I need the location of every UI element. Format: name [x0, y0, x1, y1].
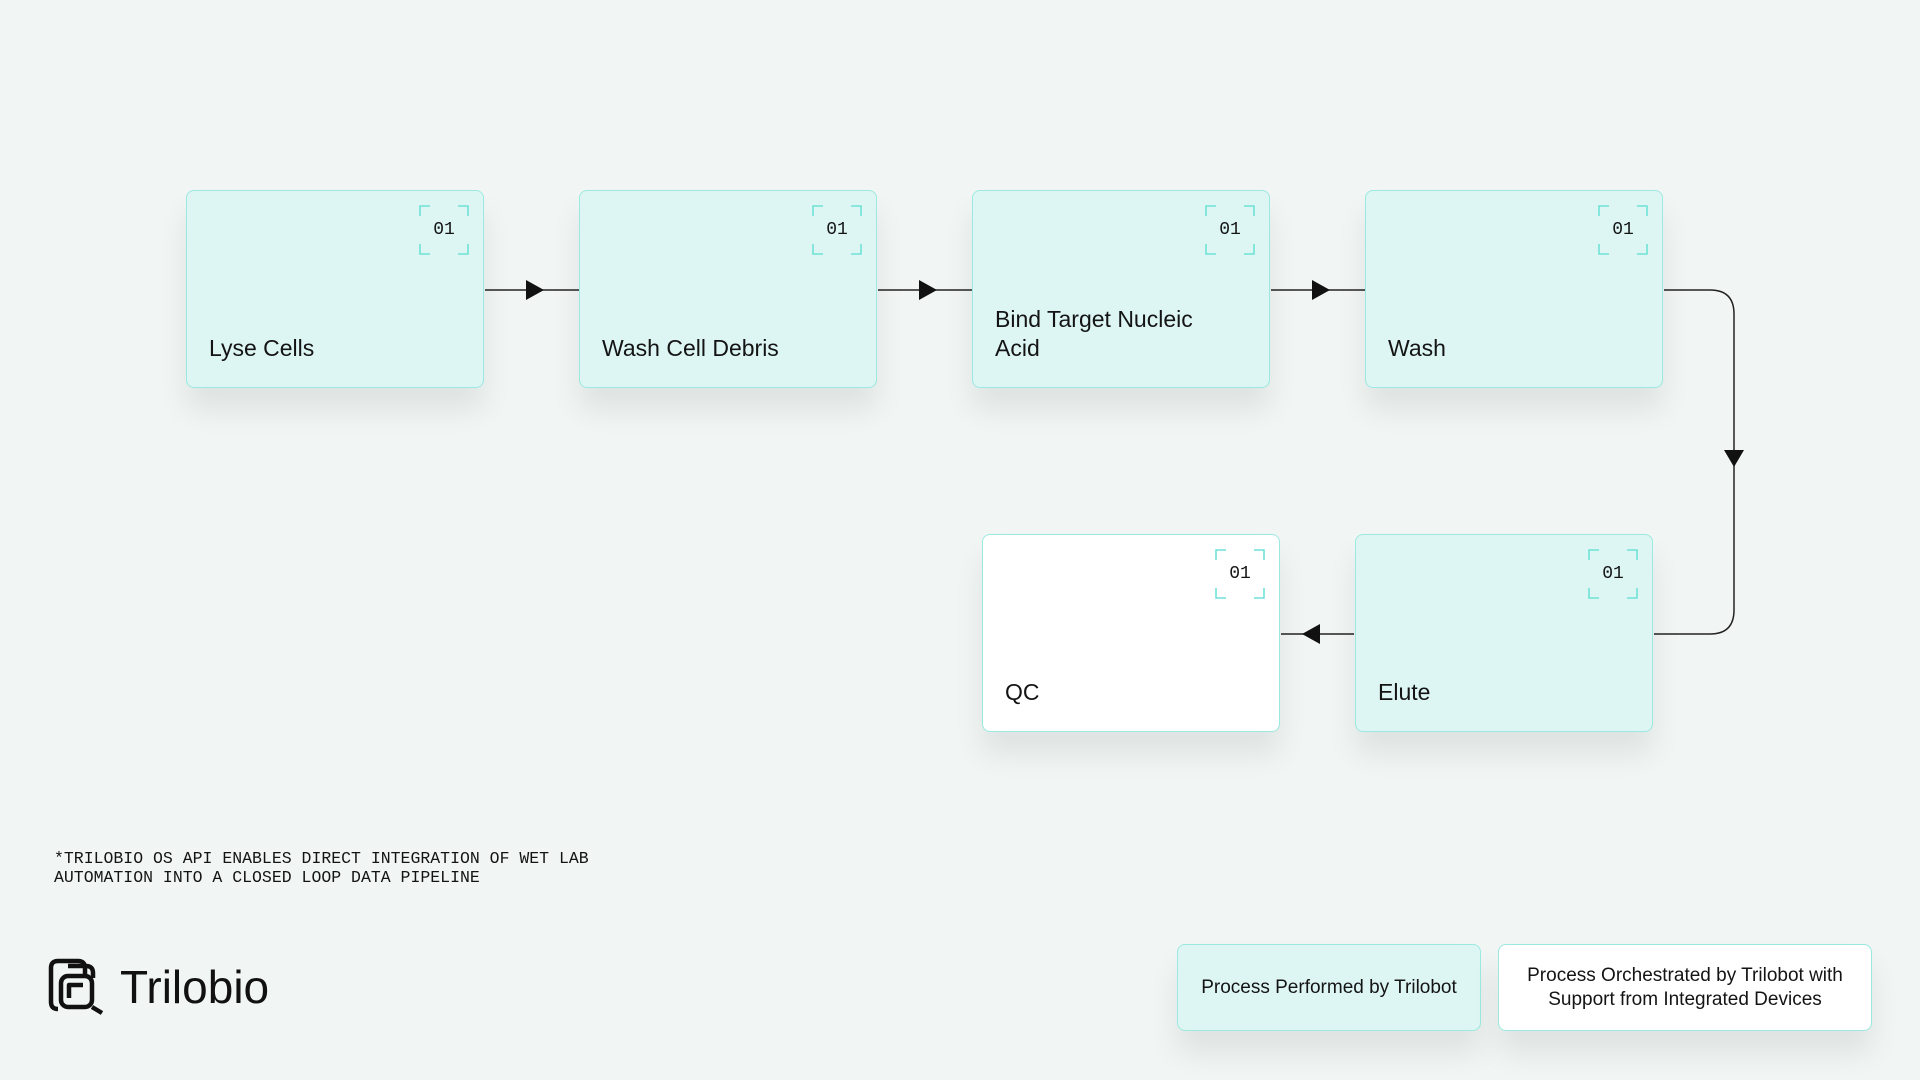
step-wash-cell-debris: 01 Wash Cell Debris	[579, 190, 877, 388]
legend-orchestrated-label: Process Orchestrated by Trilobot with Su…	[1527, 964, 1843, 1010]
corner-brackets-icon	[1215, 549, 1265, 599]
step-number: 01	[826, 220, 848, 240]
trilobio-logo-icon	[48, 958, 104, 1015]
corner-brackets-icon	[419, 205, 469, 255]
trilobio-logo: Trilobio	[48, 958, 269, 1016]
step-number-badge: 01	[1598, 205, 1648, 255]
arrowhead-3	[1312, 280, 1330, 300]
step-elute: 01 Elute	[1355, 534, 1653, 732]
step-number-badge: 01	[1215, 549, 1265, 599]
logo-wordmark: Trilobio	[120, 961, 270, 1013]
step-number: 01	[1602, 564, 1624, 584]
step-number-badge: 01	[812, 205, 862, 255]
step-label: QC	[1005, 679, 1040, 705]
step-label: Lyse Cells	[209, 335, 315, 361]
step-bind-target-nucleic-acid: 01 Bind Target Nucleic Acid	[972, 190, 1270, 388]
step-label: Wash Cell Debris	[602, 335, 779, 361]
corner-brackets-icon	[1598, 205, 1648, 255]
step-label: Wash	[1388, 335, 1446, 361]
step-number: 01	[1219, 220, 1241, 240]
connector-4-5	[1664, 289, 1735, 635]
legend-orchestrated: Process Orchestrated by Trilobot with Su…	[1498, 944, 1872, 1031]
step-number-badge: 01	[1205, 205, 1255, 255]
step-number: 01	[433, 220, 455, 240]
legend-trilobot: Process Performed by Trilobot	[1177, 944, 1481, 1031]
step-label: Bind Target Nucleic Acid	[995, 306, 1193, 361]
corner-brackets-icon	[1588, 549, 1638, 599]
legend-trilobot-label: Process Performed by Trilobot	[1201, 976, 1457, 998]
step-number: 01	[1612, 220, 1634, 240]
corner-brackets-icon	[812, 205, 862, 255]
arrowhead-1	[526, 280, 544, 300]
step-qc: 01 QC	[982, 534, 1280, 732]
arrowhead-left	[1302, 624, 1320, 644]
arrowhead-2	[919, 280, 937, 300]
corner-brackets-icon	[1205, 205, 1255, 255]
step-wash: 01 Wash	[1365, 190, 1663, 388]
footnote: *TRILOBIO OS API ENABLES DIRECT INTEGRAT…	[54, 849, 589, 887]
step-number-badge: 01	[419, 205, 469, 255]
step-number: 01	[1229, 564, 1251, 584]
step-label: Elute	[1378, 679, 1431, 705]
step-number-badge: 01	[1588, 549, 1638, 599]
step-lyse-cells: 01 Lyse Cells	[186, 190, 484, 388]
arrowhead-down	[1724, 450, 1744, 467]
